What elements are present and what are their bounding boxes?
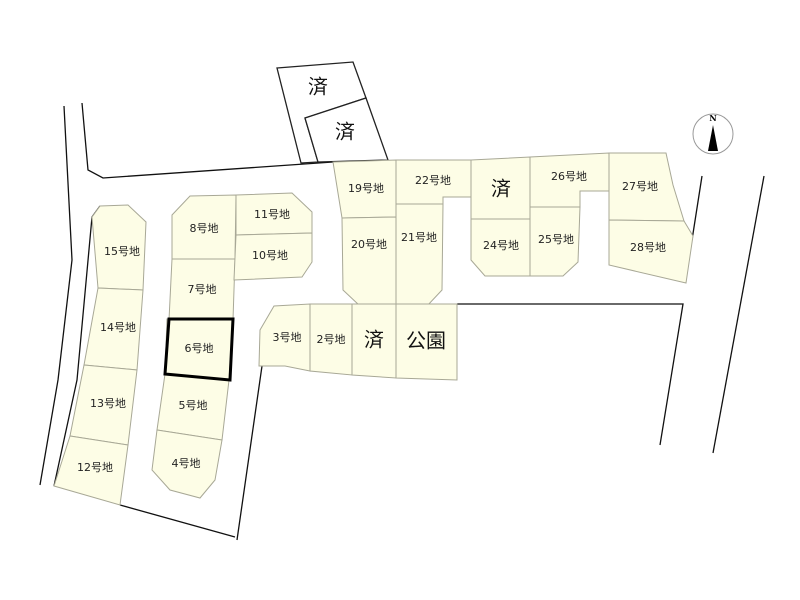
lot-11[interactable] — [235, 192, 313, 236]
lot-10[interactable] — [233, 232, 313, 281]
lot-label: 27号地 — [622, 180, 658, 193]
north-arrow-icon: N — [692, 113, 734, 155]
compass-label: N — [709, 113, 716, 123]
lot-label: 6号地 — [185, 342, 214, 355]
lot-label: 14号地 — [100, 321, 136, 334]
lot-label: 8号地 — [190, 222, 219, 235]
lot-label: 3号地 — [273, 331, 302, 344]
lot-label: 20号地 — [351, 238, 387, 251]
lot-24[interactable] — [470, 218, 531, 277]
lot-27[interactable] — [608, 152, 685, 222]
lot-label: 7号地 — [188, 283, 217, 296]
lot-4[interactable] — [151, 429, 223, 499]
lot-label: 2号地 — [317, 333, 346, 346]
road-line — [81, 102, 334, 179]
lot-label: 22号地 — [415, 174, 451, 187]
road-line — [691, 175, 703, 241]
park-label: 公園 — [406, 329, 446, 353]
lot-20[interactable] — [341, 216, 397, 307]
lot-label: 12号地 — [77, 461, 113, 474]
road-line — [119, 504, 236, 538]
lot-label: 19号地 — [348, 182, 384, 195]
sold-label: 済 — [335, 120, 355, 144]
park[interactable] — [395, 303, 458, 381]
road-line — [712, 175, 765, 454]
lot-label: 13号地 — [90, 397, 126, 410]
lot-label: 4号地 — [172, 457, 201, 470]
selected-lot-outline — [163, 317, 235, 382]
lot-label: 26号地 — [551, 170, 587, 183]
lot-label: 24号地 — [483, 239, 519, 252]
sold-label: 済 — [308, 75, 328, 99]
road-line — [39, 105, 73, 486]
lot-label: 21号地 — [401, 231, 437, 244]
lot-12[interactable] — [53, 435, 129, 506]
lot-label: 15号地 — [104, 245, 140, 258]
lot-label: 25号地 — [538, 233, 574, 246]
sold-label: 済 — [491, 177, 511, 201]
lot-label: 11号地 — [254, 208, 290, 221]
lot-label: 5号地 — [179, 399, 208, 412]
lot-21[interactable] — [395, 203, 444, 307]
road-line — [236, 365, 263, 541]
lot-28[interactable] — [608, 219, 694, 284]
lot-label: 28号地 — [630, 241, 666, 254]
sold-label: 済 — [364, 328, 384, 352]
road-line — [457, 303, 684, 446]
lot-label: 10号地 — [252, 249, 288, 262]
